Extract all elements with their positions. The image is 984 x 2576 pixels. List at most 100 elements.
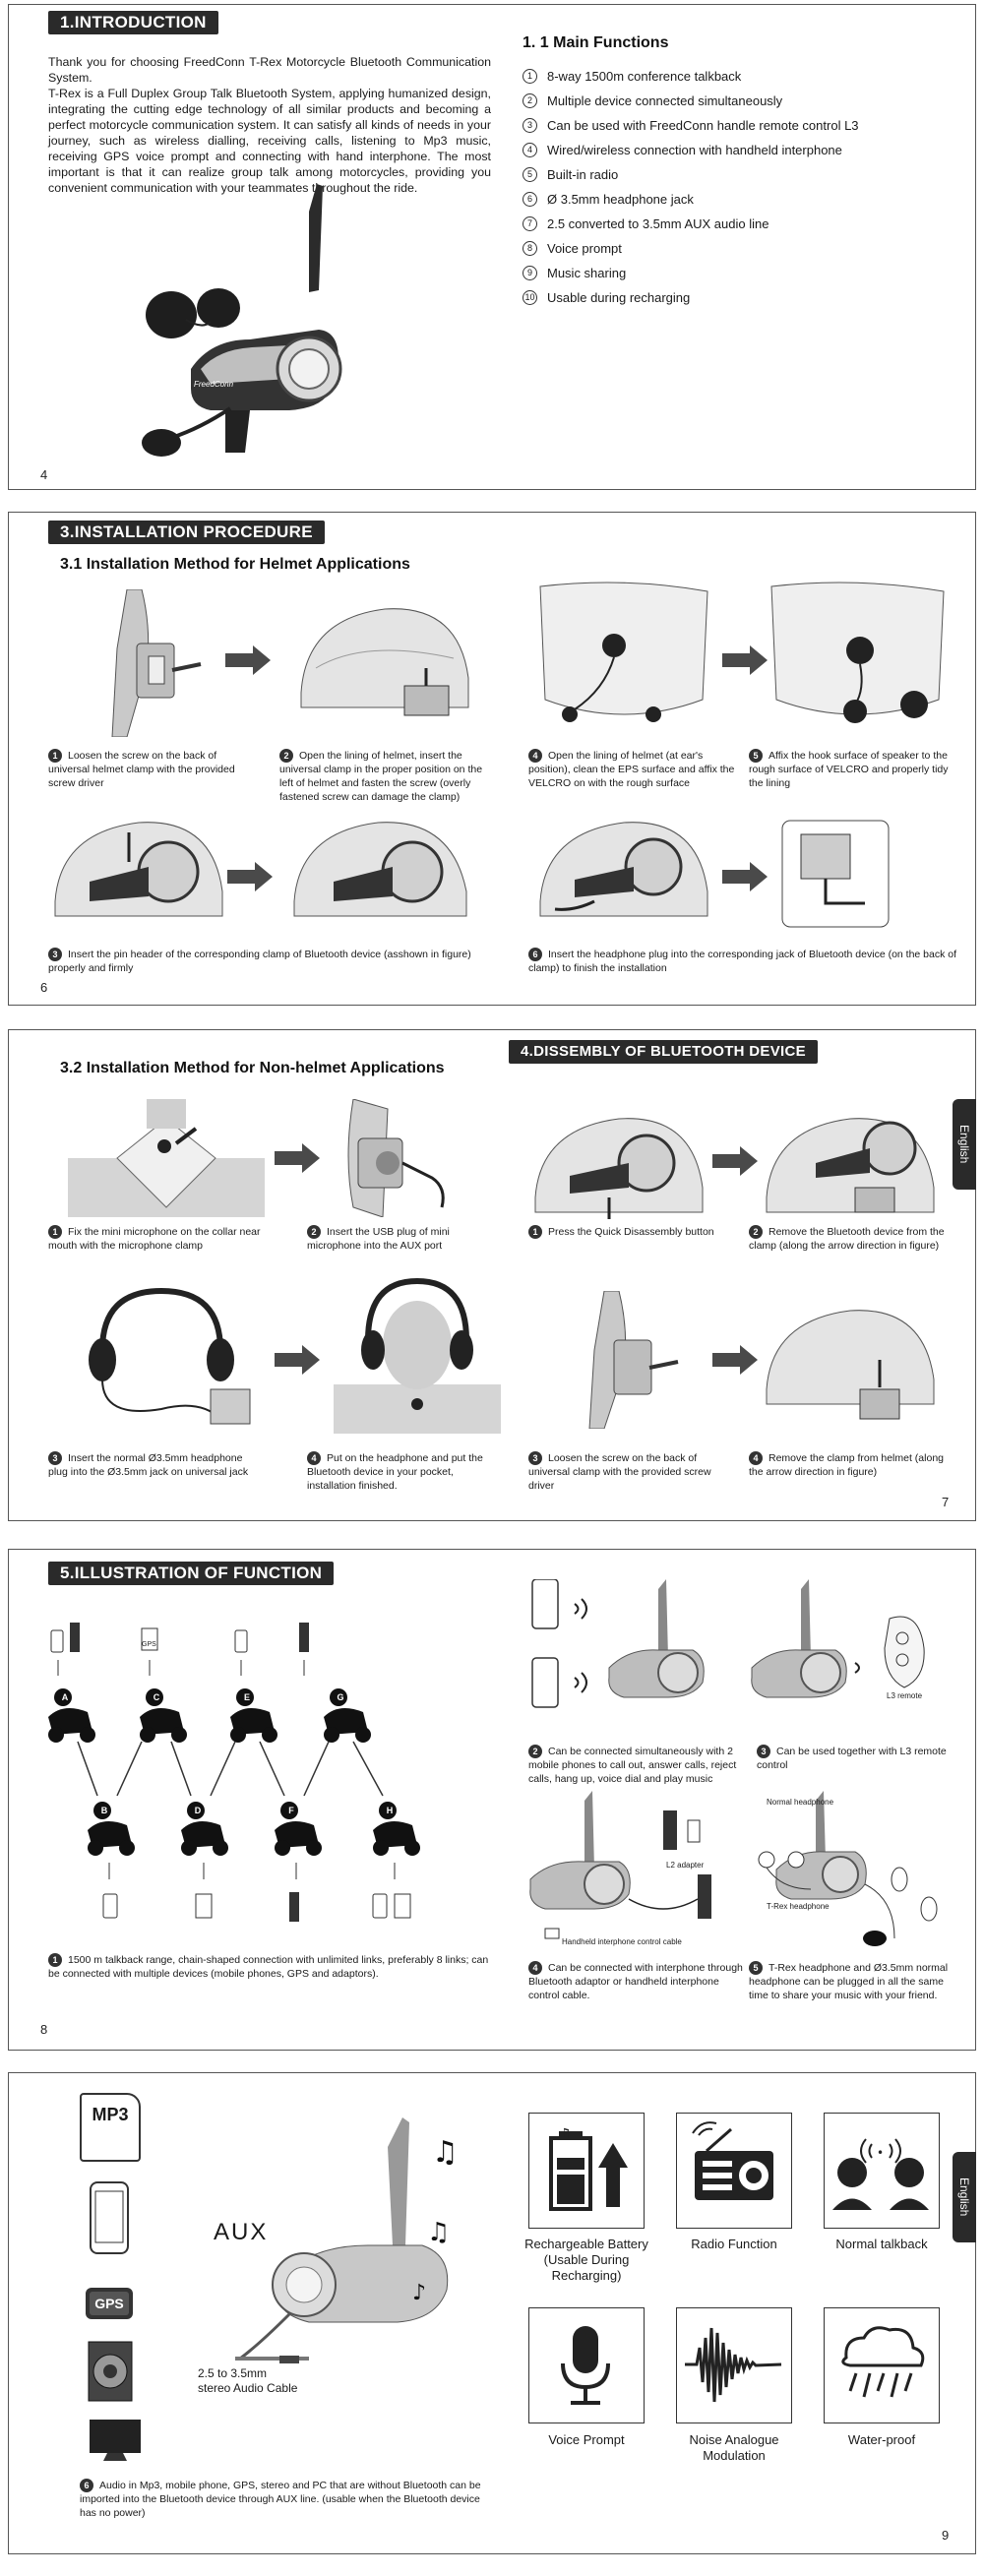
l3-remote-label: L3 remote bbox=[887, 1691, 923, 1700]
intro-paragraph-1: Thank you for choosing FreedConn T-Rex M… bbox=[48, 55, 491, 85]
section-heading-installation: 3.INSTALLATION PROCEDURE bbox=[48, 521, 325, 544]
l3-remote-illustration bbox=[751, 1579, 925, 1698]
battery-charging-icon: ♫ bbox=[549, 2126, 628, 2211]
arrow-right bbox=[275, 1345, 320, 1375]
function-number-badge: 1 bbox=[523, 69, 537, 84]
function-text: Multiple device connected simultaneously bbox=[547, 93, 783, 108]
device-attached-illustration bbox=[293, 822, 467, 917]
svg-text:•: • bbox=[877, 2146, 884, 2160]
language-tab-english[interactable]: English bbox=[953, 2152, 976, 2242]
language-tab-english[interactable]: English bbox=[953, 1099, 976, 1190]
page-installation: 3.INSTALLATION PROCEDURE 3.1 Installatio… bbox=[8, 512, 976, 1006]
radio-icon bbox=[692, 2121, 773, 2200]
feature-noise-modulation-box bbox=[676, 2307, 792, 2423]
page-number: 4 bbox=[40, 467, 48, 482]
page-illustration-of-function: 5.ILLUSTRATION OF FUNCTION bbox=[8, 1549, 976, 2051]
function-text: Can be used with FreedConn handle remote… bbox=[547, 118, 859, 133]
page-number: 9 bbox=[942, 2528, 950, 2543]
usb-aux-insert-illustration bbox=[347, 1099, 445, 1217]
page-number: 8 bbox=[40, 2022, 48, 2037]
feature-talkback-label: Normal talkback bbox=[835, 2237, 928, 2251]
speaker-affix-illustration bbox=[770, 582, 945, 723]
intro-paragraph-2: T-Rex is a Full Duplex Group Talk Blueto… bbox=[48, 87, 491, 195]
section-heading-dissembly: 4.DISSEMBLY OF BLUETOOTH DEVICE bbox=[509, 1040, 818, 1064]
arrow-right bbox=[712, 1345, 758, 1375]
section-heading-illustration: 5.ILLUSTRATION OF FUNCTION bbox=[48, 1562, 335, 1585]
mp3-device-icon: MP3 bbox=[80, 2093, 141, 2162]
arrow-right bbox=[275, 1143, 320, 1173]
clamp-screwdriver-illustration bbox=[111, 589, 202, 737]
remove-device-illustration bbox=[766, 1118, 935, 1213]
main-functions-title: 1. 1 Main Functions bbox=[523, 34, 669, 51]
page-number: 7 bbox=[942, 1495, 950, 1509]
headphone-plug-illustration bbox=[539, 822, 708, 917]
arrow-right bbox=[225, 645, 271, 675]
rider-label-b: B bbox=[100, 1806, 108, 1815]
person-wearing-headphones-illustration bbox=[334, 1277, 501, 1434]
microphone-icon bbox=[561, 2326, 610, 2405]
svg-text:♪: ♪ bbox=[412, 2281, 426, 2305]
interphone-connection-illustration bbox=[529, 1791, 711, 1939]
helmet-lining-velcro-illustration bbox=[539, 582, 708, 722]
trex-aux-device-illustration: ♫ ♫ ♪ bbox=[235, 2117, 459, 2363]
page-nonhelmet-dissembly: 3.2 Installation Method for Non-helmet A… bbox=[8, 1029, 976, 1521]
audio-cable-label-line-2: stereo Audio Cable bbox=[198, 2381, 298, 2395]
arrow-right bbox=[227, 862, 273, 891]
feature-waterproof-label: Water-proof bbox=[847, 2432, 916, 2447]
arrow-right bbox=[722, 862, 768, 891]
function-number-badge: 6 bbox=[523, 192, 537, 207]
feature-battery-box: ♫ bbox=[528, 2113, 645, 2229]
rider-label-h: H bbox=[386, 1806, 394, 1815]
rider-label-d: D bbox=[194, 1806, 202, 1815]
rider-label-f: F bbox=[288, 1806, 294, 1815]
function-text: Voice prompt bbox=[547, 241, 622, 256]
arrow-right bbox=[712, 1146, 758, 1176]
aux-label: AUX bbox=[214, 2219, 269, 2245]
function-number-badge: 5 bbox=[523, 167, 537, 182]
audio-cable-label: 2.5 to 3.5mm stereo Audio Cable bbox=[198, 2366, 297, 2396]
page-introduction: 1.INTRODUCTION Thank you for choosing Fr… bbox=[8, 4, 976, 490]
talkback-icon: • bbox=[832, 2138, 929, 2210]
function-number-badge: 10 bbox=[523, 290, 537, 305]
svg-text:♫: ♫ bbox=[432, 2135, 459, 2170]
function-number-badge: 4 bbox=[523, 143, 537, 157]
audio-cable-label-line-1: 2.5 to 3.5mm bbox=[198, 2366, 268, 2380]
function-text: Music sharing bbox=[547, 266, 627, 280]
headphone-sharing-illustration bbox=[758, 1791, 938, 1946]
main-function-item: 3 Can be used with FreedConn handle remot… bbox=[523, 113, 936, 138]
headphone-jack-illustration bbox=[89, 1287, 251, 1425]
function-number-badge: 3 bbox=[523, 118, 537, 133]
group-talk-chain-diagram bbox=[48, 1623, 420, 1922]
svg-text:♫: ♫ bbox=[559, 2126, 572, 2142]
loosen-clamp-screw-illustration bbox=[588, 1291, 679, 1429]
remove-clamp-helmet-illustration bbox=[766, 1310, 935, 1420]
feature-voice-prompt-label: Voice Prompt bbox=[548, 2432, 625, 2447]
pin-header-insert-illustration bbox=[54, 822, 223, 917]
device-brand-label: FreedConn bbox=[194, 380, 234, 389]
arrow-right bbox=[722, 645, 768, 675]
mobile-phone-icon bbox=[90, 2181, 129, 2254]
